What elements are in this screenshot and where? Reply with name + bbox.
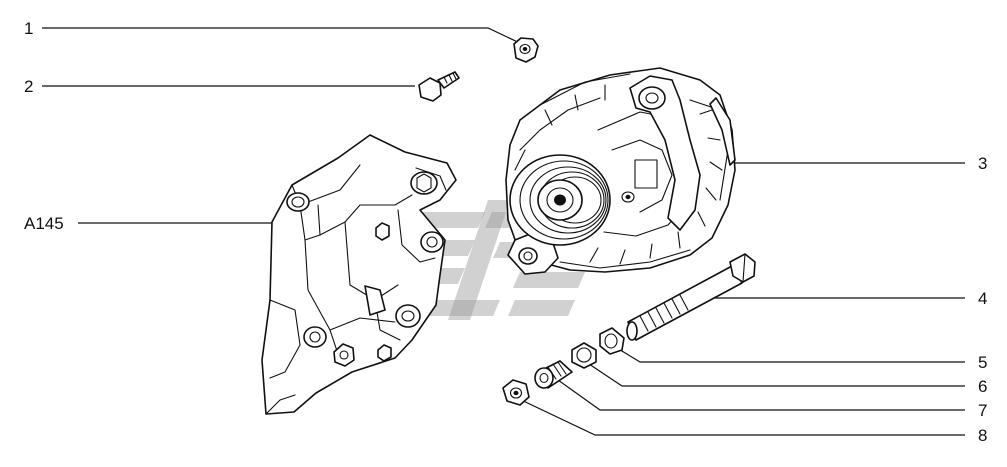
callout-5: 5 — [978, 353, 987, 372]
callout-4: 4 — [978, 289, 987, 308]
part-1-nut — [513, 37, 539, 63]
part-7-threaded-sleeve — [534, 360, 573, 389]
part-8-nut — [502, 379, 530, 406]
callout-labels: 1 2 A145 3 4 5 6 7 8 — [24, 19, 987, 445]
part-3-alternator — [505, 67, 736, 275]
callout-3: 3 — [978, 154, 987, 173]
callout-8: 8 — [978, 426, 987, 445]
callout-7: 7 — [978, 401, 987, 420]
part-a145-bracket — [261, 134, 457, 415]
leader-lines — [42, 27, 965, 436]
part-5-bushing — [599, 327, 625, 355]
part-2-bolt — [418, 71, 460, 102]
callout-1: 1 — [24, 19, 33, 38]
callout-a145: A145 — [24, 214, 64, 233]
callout-2: 2 — [24, 77, 33, 96]
part-4-long-bolt — [626, 253, 756, 341]
callout-6: 6 — [978, 377, 987, 396]
part-6-spacer — [571, 342, 597, 369]
